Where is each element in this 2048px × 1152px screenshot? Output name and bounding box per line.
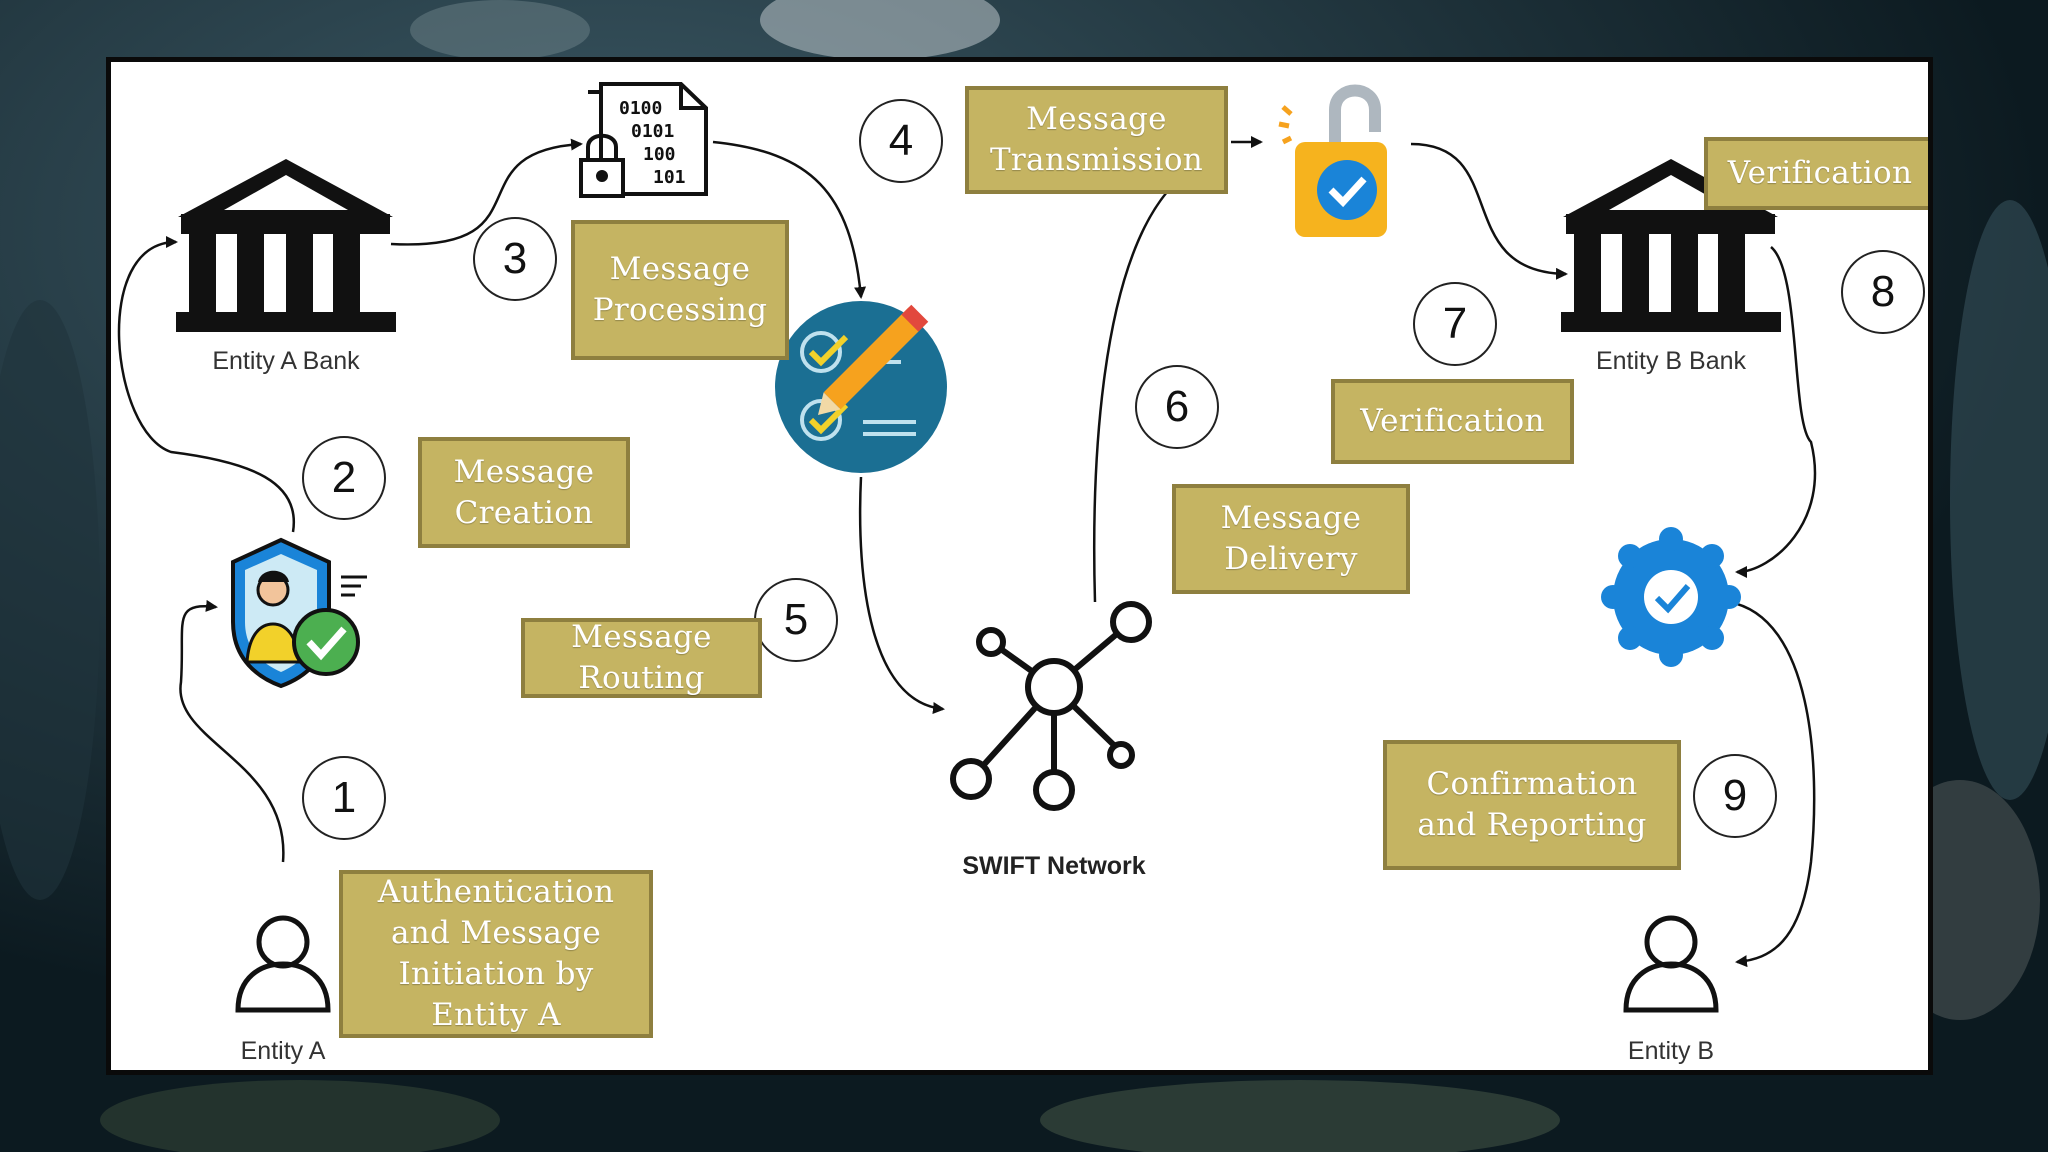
entity-a-bank-caption: Entity A Bank [212,347,360,375]
verified-user-shield-icon [231,537,367,689]
verified-badge-icon [1601,527,1741,667]
user-outline-icon [235,915,331,1013]
connector-checklist-to-swift [858,476,945,714]
swift-network-caption: SWIFT Network [962,852,1146,880]
connector-bank-a-to-document [390,138,583,246]
svg-text:100: 100 [643,144,676,165]
step-label-1: Authentication and Message Initiation by… [339,870,653,1038]
svg-text:0101: 0101 [631,121,674,142]
step-number-4: 4 [859,99,943,183]
step-number-6: 6 [1135,365,1219,449]
step-label-3: Message Processing [571,220,789,360]
connector-padlock-to-bank-b [1410,142,1568,280]
connector-shield-to-bank-a [117,236,296,533]
step-number-9: 9 [1693,754,1777,838]
entity-b-caption: Entity B [1627,1037,1715,1065]
connector-document-to-checklist [712,140,867,299]
step-label-6: Message Delivery [1172,484,1410,594]
step-number-5: 5 [754,578,838,662]
encrypted-document-icon: 0100 0101 100 101 [579,82,708,198]
unlocked-padlock-check-icon [1278,84,1387,237]
svg-text:0100: 0100 [619,98,662,119]
step-label-2: Message Creation [418,437,630,548]
diagram-card: 0100 0101 100 101 [106,57,1933,1075]
connector-swift-to-transmission [1093,191,1168,603]
user-outline-icon [1623,915,1719,1013]
connector-entity-a-to-shield [179,599,285,863]
connector-badge-to-entity-b [1728,600,1816,968]
step-number-8: 8 [1841,250,1925,334]
step-label-7: Verification [1331,379,1574,464]
step-label-8: Verification [1704,137,1928,210]
connector-bank-b-to-badge [1735,246,1817,578]
entity-a-caption: Entity A [240,1037,326,1065]
svg-text:101: 101 [653,167,686,188]
step-label-5: Message Routing [521,618,762,698]
network-hub-icon [950,601,1152,811]
checklist-icon [775,301,947,473]
step-label-4: Message Transmission [965,86,1228,194]
step-number-2: 2 [302,436,386,520]
diagram-canvas: 0100 0101 100 101 [117,82,1817,1013]
step-number-3: 3 [473,217,557,301]
step-label-9: Confirmation and Reporting [1383,740,1681,870]
entity-b-bank-caption: Entity B Bank [1595,347,1747,375]
step-number-1: 1 [302,756,386,840]
step-number-7: 7 [1413,282,1497,366]
